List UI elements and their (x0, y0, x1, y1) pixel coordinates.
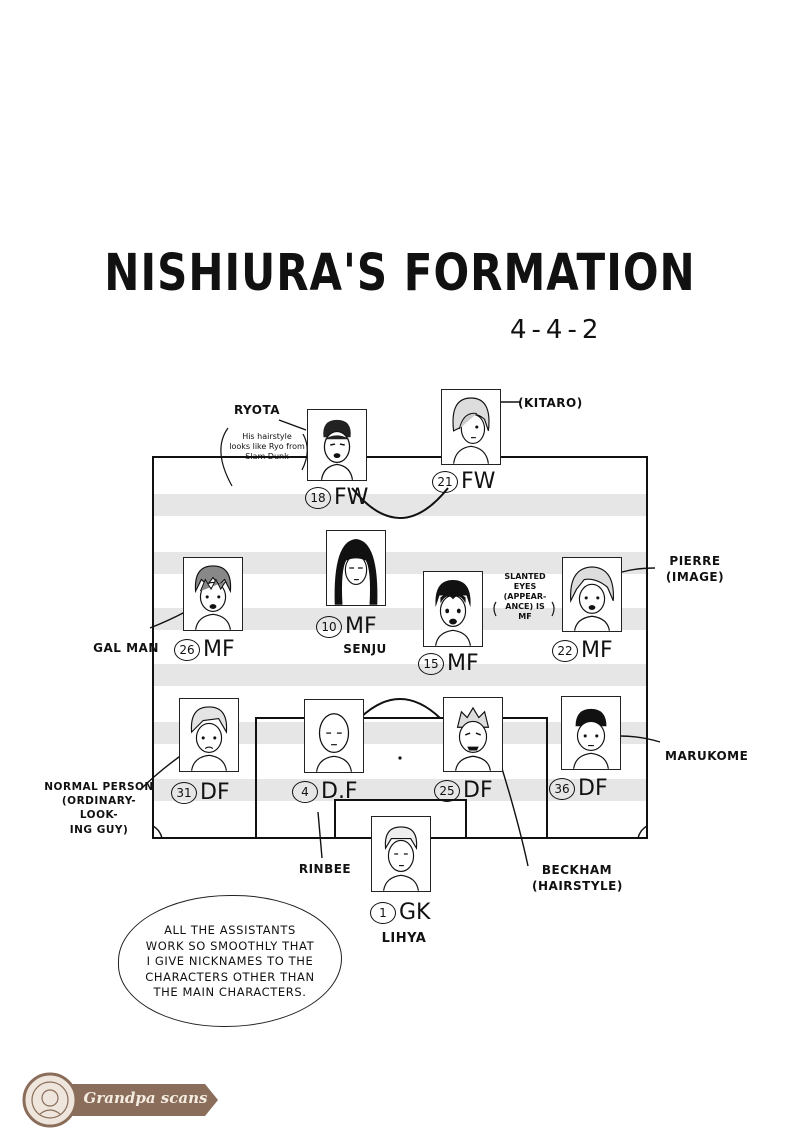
jersey-number: 18 (305, 487, 331, 509)
name-marukome: MARUKOME (665, 749, 749, 763)
portrait-galman (183, 557, 243, 631)
name-galman: GAL MAN (93, 641, 159, 655)
leader-lines (139, 401, 661, 867)
portrait-slanted-eyes (423, 571, 483, 647)
name-beckham: BECKHAM (HAIRSTYLE) (532, 863, 623, 894)
face-icon (194, 565, 232, 630)
portrait-beckham (443, 697, 503, 772)
portrait-rinbee (304, 699, 364, 773)
portrait-pierre (562, 557, 622, 632)
pitch-stripes (153, 494, 647, 801)
portrait-senju (326, 530, 386, 606)
portrait-normal-person (179, 698, 239, 772)
goal-box (334, 799, 467, 838)
jersey-number: 25 (434, 780, 460, 802)
name-senju: SENJU (343, 642, 387, 656)
name-normal-person: NORMAL PERSON (ORDINARY-LOOK- ING GUY) (44, 781, 154, 836)
face-icon (334, 539, 378, 605)
speech-bubble-text: ALL THE ASSISTANTS WORK SO SMOOTHLY THAT… (145, 923, 315, 1000)
name-ryota: RYOTA (233, 403, 281, 417)
jersey-number: 15 (418, 653, 444, 675)
portrait-marukome (561, 696, 621, 770)
note-slanted-eyes: SLANTED EYES (APPEAR- ANCE) IS MF (503, 572, 547, 621)
page-title: NISHIURA'S FORMATION (104, 243, 696, 302)
name-lihya: LIHYA (381, 931, 427, 946)
speech-bubble (118, 895, 342, 1027)
watermark-text: Grandpa scans (83, 1089, 208, 1107)
penalty-arc (359, 698, 441, 719)
jersey-number: 1 (370, 902, 396, 924)
face-icon (455, 706, 491, 771)
center-arc (351, 487, 449, 519)
jersey-number: 22 (552, 640, 578, 662)
portrait-ryota (307, 409, 367, 481)
face-icon (190, 706, 228, 771)
portrait-lihya (371, 816, 431, 892)
note-ryota-hairstyle: His hairstyle looks like Ryo from Slam D… (229, 432, 305, 461)
face-icon (570, 566, 614, 631)
name-pierre: PIERRE (IMAGE) (665, 554, 725, 585)
face-icon (452, 397, 490, 464)
face-icon (435, 580, 471, 646)
jersey-number: 36 (549, 778, 575, 800)
portrait-kitaro (441, 389, 501, 465)
seal-face-icon (41, 1089, 59, 1107)
penalty-spot (398, 756, 402, 760)
name-rinbee: RINBEE (298, 862, 352, 876)
jersey-number: 4 (292, 781, 318, 803)
watermark-badge (22, 1072, 218, 1128)
face-icon (316, 713, 352, 772)
face-icon (320, 419, 354, 480)
jersey-number: 26 (174, 639, 200, 661)
face-icon (573, 708, 609, 769)
jersey-number: 10 (316, 616, 342, 638)
formation-label: 4-4-2 (510, 315, 604, 345)
face-icon (383, 826, 419, 891)
penalty-box (255, 717, 548, 838)
jersey-number: 21 (432, 471, 458, 493)
jersey-number: 31 (171, 782, 197, 804)
name-kitaro: (KITARO) (518, 396, 583, 410)
